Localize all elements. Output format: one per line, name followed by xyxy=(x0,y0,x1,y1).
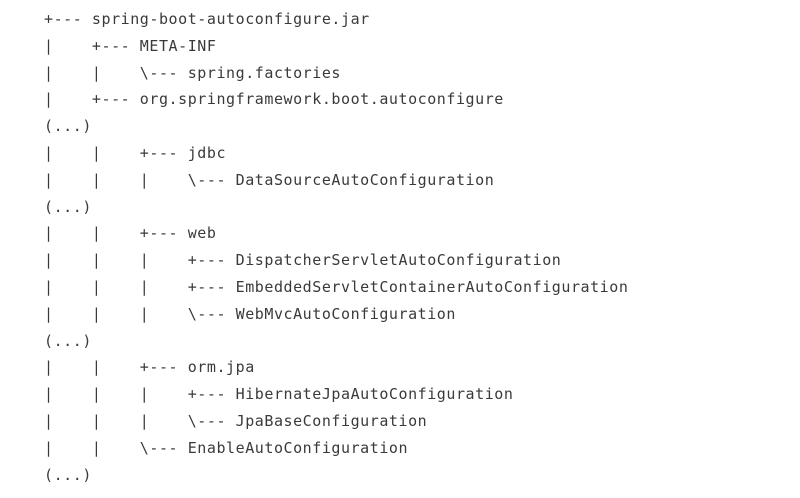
tree-line-jpa-base-config: | | | \--- JpaBaseConfiguration xyxy=(44,411,428,430)
tree-line-spring-factories: | | \--- spring.factories xyxy=(44,63,342,82)
tree-line-ellipsis: (...) xyxy=(44,117,92,136)
tree-line-webmvc-autoconfig: | | | \--- WebMvcAutoConfiguration xyxy=(44,304,456,323)
tree-line-autoconfigure-package: | +--- org.springframework.boot.autoconf… xyxy=(44,90,504,109)
tree-line-dispatcher-servlet-autoconfig: | | | +--- DispatcherServletAutoConfigur… xyxy=(44,251,562,270)
tree-line-hibernate-jpa-autoconfig: | | | +--- HibernateJpaAutoConfiguration xyxy=(44,385,514,404)
tree-line-embedded-servlet-container-autoconfig: | | | +--- EmbeddedServletContainerAutoC… xyxy=(44,277,629,296)
tree-line-jar-root: +--- spring-boot-autoconfigure.jar xyxy=(44,10,370,28)
tree-line-ellipsis: (...) xyxy=(44,465,92,484)
tree-line-jdbc: | | +--- jdbc xyxy=(44,143,227,162)
tree-line-enable-autoconfig: | | \--- EnableAutoConfiguration xyxy=(44,438,409,457)
tree-line-web: | | +--- web xyxy=(44,224,217,243)
tree-line-meta-inf: | +--- META-INF xyxy=(44,36,217,55)
tree-line-orm-jpa: | | +--- orm.jpa xyxy=(44,358,255,377)
tree-line-datasource-autoconfig: | | | \--- DataSourceAutoConfiguration xyxy=(44,170,495,189)
directory-tree-listing: +--- spring-boot-autoconfigure.jar | +--… xyxy=(44,6,794,488)
tree-line-ellipsis: (...) xyxy=(44,331,92,350)
tree-line-ellipsis: (...) xyxy=(44,197,92,216)
